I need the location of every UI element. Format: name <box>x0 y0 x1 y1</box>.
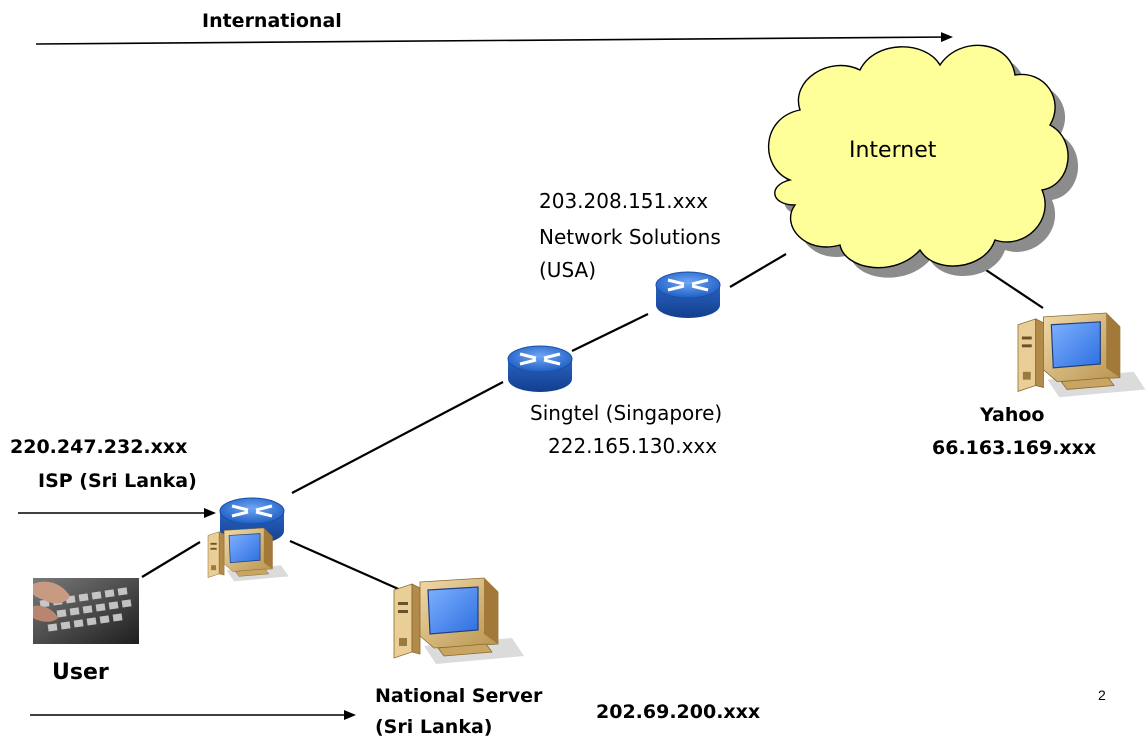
link-singtel-network-solutions <box>571 313 649 352</box>
link-isp-national-server <box>289 539 413 597</box>
router-icon <box>506 344 574 394</box>
national-server-label-line1: National Server <box>375 685 543 707</box>
link-user-isp <box>141 541 201 578</box>
singtel-ip-label: 222.165.130.xxx <box>548 434 718 458</box>
international-label: International <box>202 10 342 32</box>
network-solutions-ip-label: 203.208.151.xxx <box>539 189 709 213</box>
national-server-label-line2: (Sri Lanka) <box>375 716 493 738</box>
isp-ip-label: 220.247.232.xxx <box>10 436 188 458</box>
cloud-icon <box>768 44 1079 278</box>
network-solutions-country-label: (USA) <box>539 258 596 282</box>
network-solutions-name-label: Network Solutions <box>539 225 721 249</box>
link-isp-singtel <box>291 381 504 494</box>
international-arrow <box>35 32 953 45</box>
user-label: User <box>52 660 109 685</box>
isp-name-label: ISP (Sri Lanka) <box>38 470 197 492</box>
keyboard-photo <box>33 578 139 644</box>
internet-label: Internet <box>849 138 937 163</box>
yahoo-name-label: Yahoo <box>980 404 1045 426</box>
router-icon <box>654 270 722 320</box>
computer-icon <box>393 577 525 665</box>
computer-icon <box>1017 312 1146 398</box>
yahoo-ip-label: 66.163.169.xxx <box>932 437 1097 459</box>
national-server-ip-label: 202.69.200.xxx <box>596 701 761 723</box>
singtel-name-label: Singtel (Singapore) <box>530 401 723 425</box>
page-number: 2 <box>1098 687 1106 703</box>
link-network-solutions-internet <box>729 253 787 288</box>
